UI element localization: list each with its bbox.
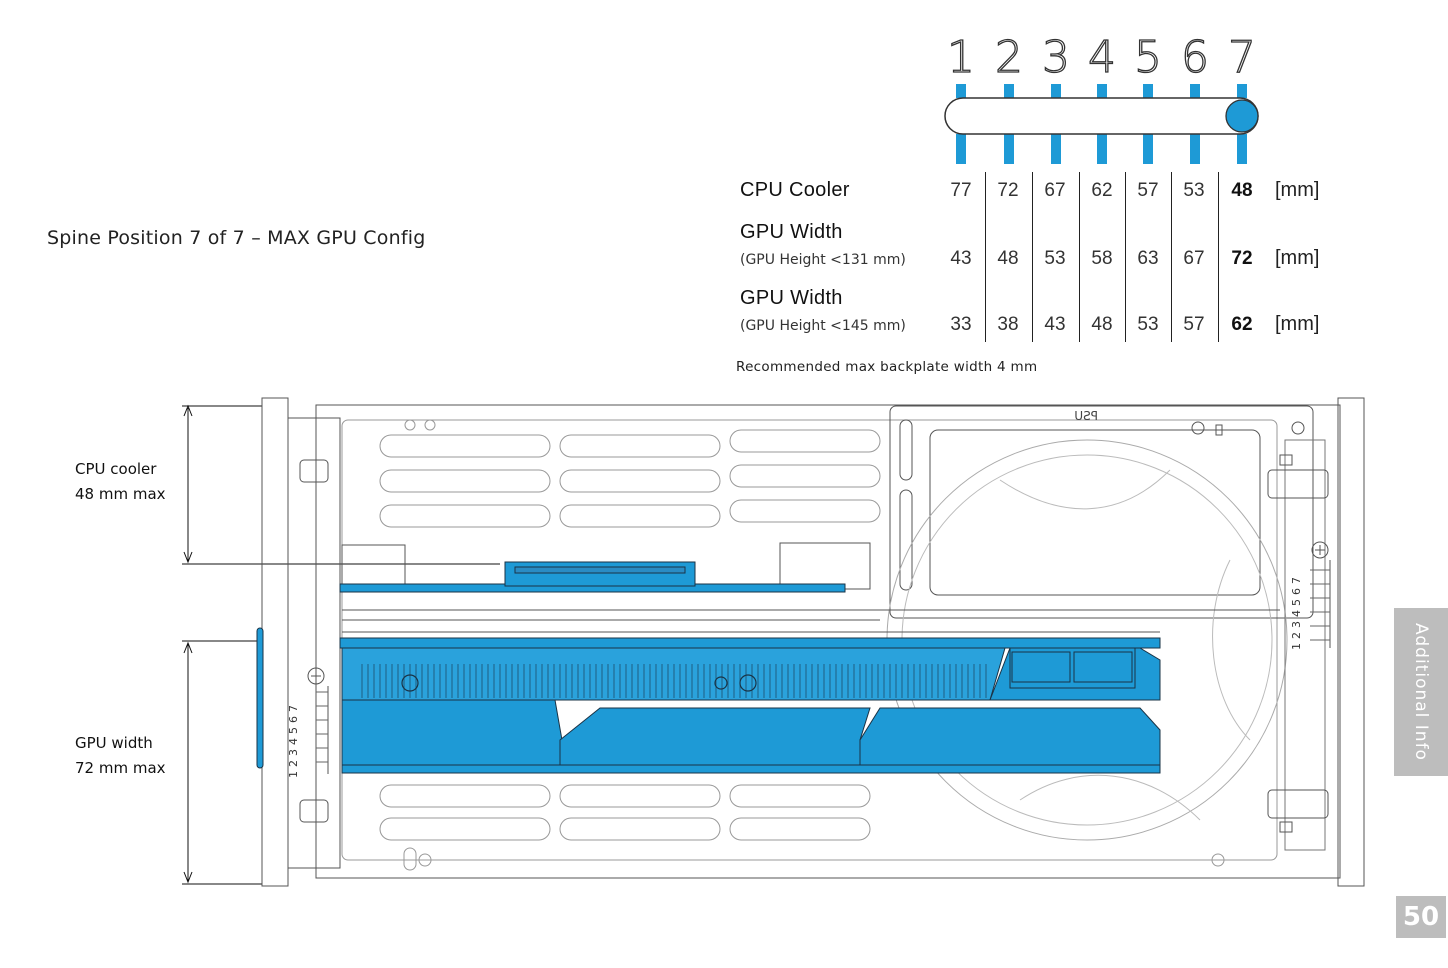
- spine-tick: [1004, 84, 1014, 98]
- table-cell: 57: [1183, 314, 1205, 335]
- spine-tick: [1004, 134, 1014, 164]
- gpu-fan-shroud: [559, 707, 871, 773]
- spine-position-number: 6: [1180, 32, 1209, 83]
- spine-tick: [1097, 84, 1107, 98]
- section-side-tab: Additional Info: [1394, 608, 1448, 776]
- gpu-width-dimension-label: GPU width 72 mm max: [75, 731, 166, 781]
- section-side-tab-label: Additional Info: [1411, 623, 1432, 761]
- cpu-cooler-dimension-label: CPU cooler 48 mm max: [75, 457, 166, 507]
- cpu-dimension-line1: CPU cooler: [75, 460, 157, 478]
- spine-tick: [1143, 134, 1153, 164]
- spine-tick: [1097, 134, 1107, 164]
- case-technical-drawing: PSU: [182, 397, 1365, 887]
- spine-tick: [1237, 84, 1247, 98]
- table-cell: 67: [1044, 180, 1066, 201]
- spine-tick: [1051, 134, 1061, 164]
- page-title: Spine Position 7 of 7 – MAX GPU Config: [47, 227, 426, 249]
- spine-position-number: 1: [946, 32, 975, 83]
- spine-position-number: 5: [1133, 32, 1162, 83]
- clearance-table: CPU Cooler 77 72 67 62 57 53 48 [mm] GPU…: [0, 0, 1448, 380]
- unit-label: [mm]: [1275, 313, 1320, 335]
- table-cell: 58: [1091, 248, 1113, 269]
- table-cell-selected: 62: [1231, 314, 1253, 335]
- spine-tick: [1237, 134, 1247, 164]
- table-cell: 53: [1183, 180, 1205, 201]
- table-cell: 77: [950, 180, 972, 201]
- spine-tick: [1190, 84, 1200, 98]
- spine-tick: [1143, 84, 1153, 98]
- row-label-cpu-cooler: CPU Cooler: [740, 179, 850, 201]
- table-cell: 48: [1091, 314, 1113, 335]
- table-cell: 53: [1137, 314, 1159, 335]
- spine-position-number: 3: [1041, 32, 1070, 83]
- cpu-cooler: [504, 561, 696, 587]
- row-sublabel: (GPU Height <145 mm): [740, 318, 906, 334]
- table-cell: 53: [1044, 248, 1066, 269]
- table-cell: 57: [1137, 180, 1159, 201]
- cpu-dimension-line2: 48 mm max: [75, 485, 166, 503]
- spine-position-number: 2: [994, 32, 1023, 83]
- spine-slider-graphic: [944, 84, 1259, 164]
- table-cell-selected: 72: [1231, 248, 1253, 269]
- gpu-dimension-line2: 72 mm max: [75, 759, 166, 777]
- gpu-pcb: [339, 637, 1161, 649]
- spine-tick: [1190, 134, 1200, 164]
- spine-tick: [1051, 84, 1061, 98]
- unit-label: [mm]: [1275, 179, 1320, 201]
- backplate-note: Recommended max backplate width 4 mm: [736, 359, 1038, 375]
- row-label-gpu-width: GPU Width: [740, 287, 843, 309]
- spine-tick: [956, 134, 966, 164]
- spine-position-number: 7: [1227, 32, 1256, 83]
- table-cell: 33: [950, 314, 972, 335]
- gpu-dimension-line1: GPU width: [75, 734, 153, 752]
- table-cell: 43: [1044, 314, 1066, 335]
- unit-label: [mm]: [1275, 247, 1320, 269]
- gpu-heatsink: [341, 647, 1006, 701]
- row-label-gpu-width: GPU Width: [740, 221, 843, 243]
- spine-tick: [956, 84, 966, 98]
- table-cell: 43: [950, 248, 972, 269]
- row-sublabel: (GPU Height <131 mm): [740, 252, 906, 268]
- table-cell-selected: 48: [1231, 180, 1253, 201]
- spine-slider-knob: [1225, 99, 1259, 133]
- table-cell: 62: [1091, 180, 1113, 201]
- table-cell: 48: [997, 248, 1019, 269]
- table-cell: 67: [1183, 248, 1205, 269]
- page-number: 50: [1396, 896, 1446, 938]
- table-cell: 63: [1137, 248, 1159, 269]
- table-cell: 38: [997, 314, 1019, 335]
- spine-position-number: 4: [1087, 32, 1116, 83]
- table-cell: 72: [997, 180, 1019, 201]
- psu-label: PSU: [1074, 409, 1098, 423]
